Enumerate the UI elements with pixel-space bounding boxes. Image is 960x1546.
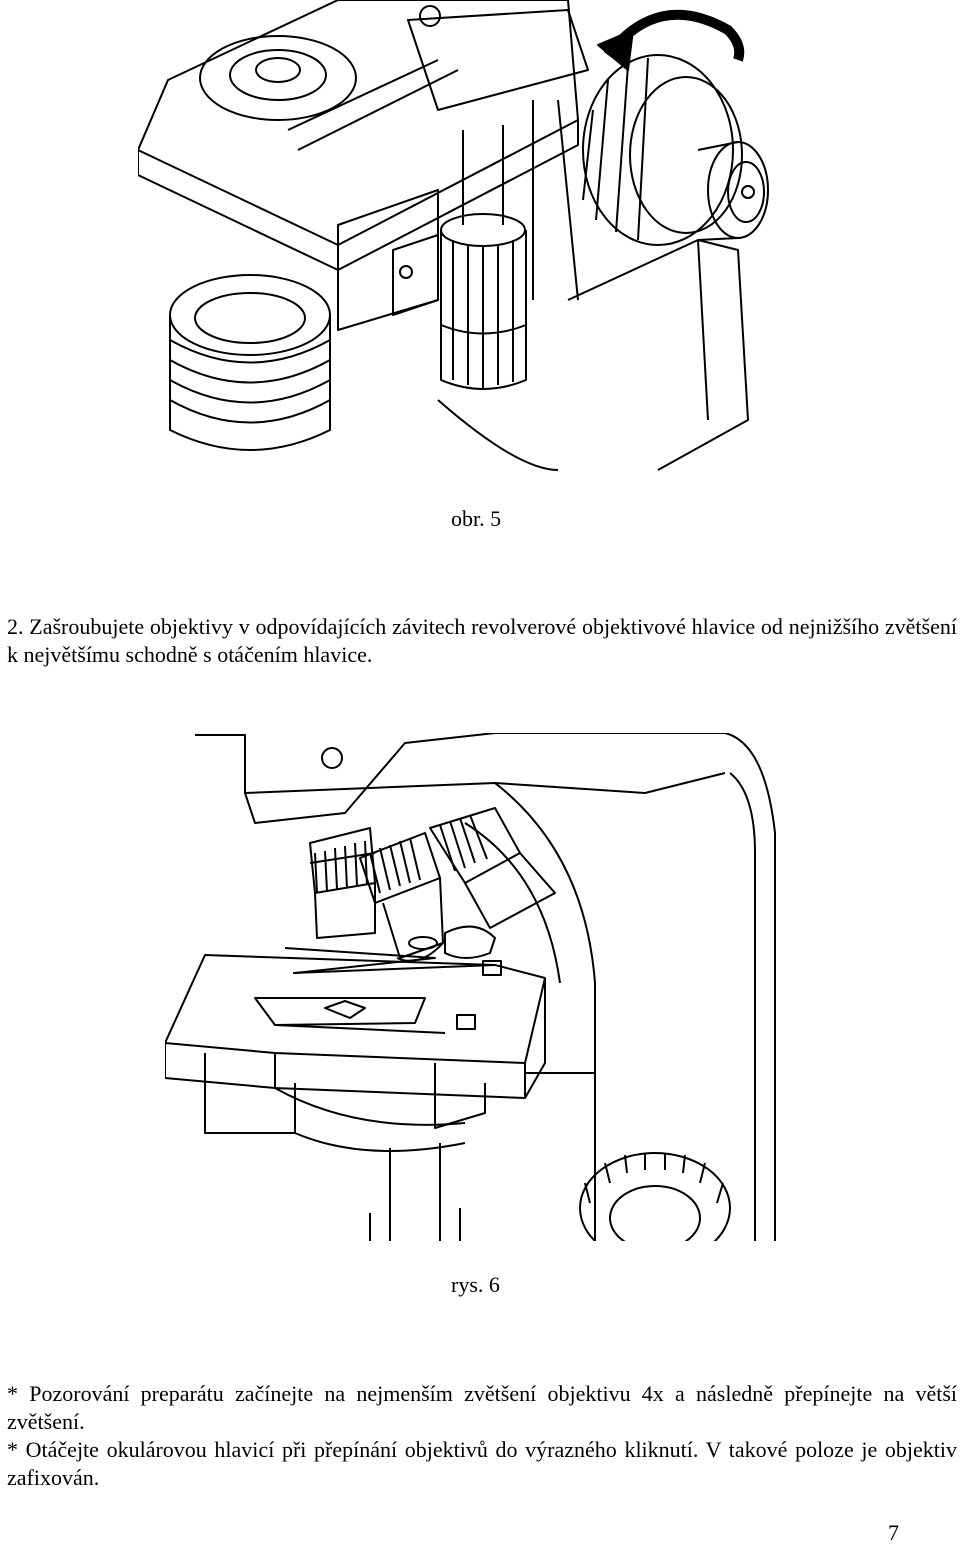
step-2-paragraph: 2. Zašroubujete objektivy v odpovídající… [7,614,957,667]
page-number: 7 [888,1520,899,1545]
figure-6-nosepiece-drawing [165,733,785,1241]
note-1-paragraph: * Pozorování preparátu začínejte na nejm… [7,1381,957,1434]
note-2-paragraph: * Otáčejte okulárovou hlavicí při přepín… [7,1437,957,1490]
figure-5-focus-knob-drawing [138,0,770,472]
figure-6-caption: rys. 6 [451,1272,500,1297]
figure-5-caption: obr. 5 [451,506,502,531]
